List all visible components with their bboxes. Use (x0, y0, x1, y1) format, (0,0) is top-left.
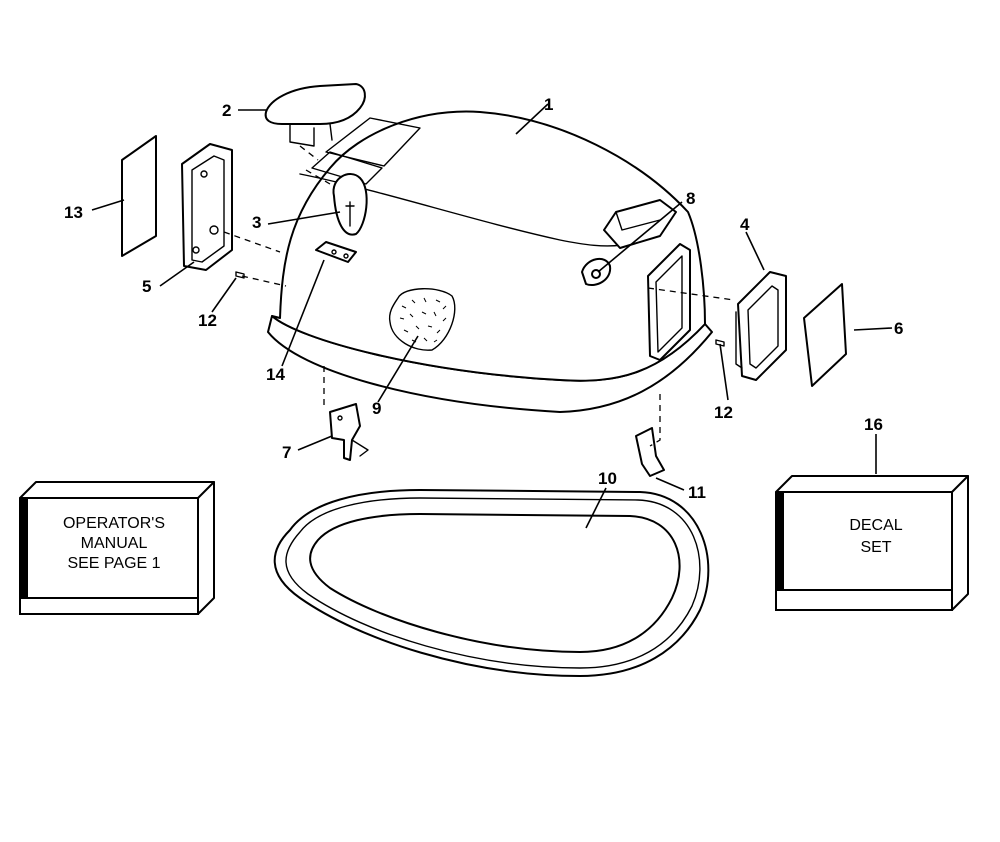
screw-part-12-left (235, 271, 245, 279)
screw-part-12-right (715, 339, 725, 347)
insulation-texture (399, 297, 447, 343)
manual-line-2: MANUAL (81, 535, 148, 552)
callout-4: 4 (740, 215, 750, 234)
callout-1: 1 (544, 95, 553, 114)
callout-7: 7 (282, 443, 291, 462)
decal-line-1: DECAL (849, 517, 902, 534)
decal-line-2: SET (860, 539, 891, 556)
cover-plate-part-5 (181, 143, 233, 271)
callout-3: 3 (252, 213, 261, 232)
bracket-part-11 (635, 427, 665, 477)
leader-lines (91, 103, 893, 529)
callout-2: 2 (222, 101, 231, 120)
callout-16: 16 (864, 415, 883, 434)
bracket-part-14 (315, 241, 357, 263)
decal-set-box: DECAL SET (775, 475, 969, 611)
callout-12-left: 12 (198, 311, 217, 330)
manual-line-1: OPERATOR'S (63, 515, 165, 532)
gasket-part-6 (803, 283, 847, 387)
callout-13: 13 (64, 203, 83, 222)
seal-ring-part-10 (273, 489, 710, 677)
callout-10: 10 (598, 469, 617, 488)
manual-line-3: SEE PAGE 1 (67, 555, 160, 572)
callout-labels: 1 2 3 4 5 6 7 8 9 10 11 12 12 13 14 16 (64, 95, 903, 502)
gasket-part-13 (121, 135, 157, 257)
engine-cover-part-1 (267, 110, 713, 413)
operators-manual-box: OPERATOR'S MANUAL SEE PAGE 1 (19, 481, 215, 615)
screw-part-3 (345, 201, 355, 227)
callout-11: 11 (688, 483, 706, 502)
frame-part-4 (735, 271, 787, 381)
bracket-part-7 (329, 403, 369, 461)
callout-12-right: 12 (714, 403, 733, 422)
callout-5: 5 (142, 277, 151, 296)
assembly-lines (223, 169, 735, 447)
handle-part-2 (264, 83, 366, 161)
callout-9: 9 (372, 399, 381, 418)
callout-6: 6 (894, 319, 903, 338)
callout-8: 8 (686, 189, 695, 208)
callout-14: 14 (266, 365, 285, 384)
